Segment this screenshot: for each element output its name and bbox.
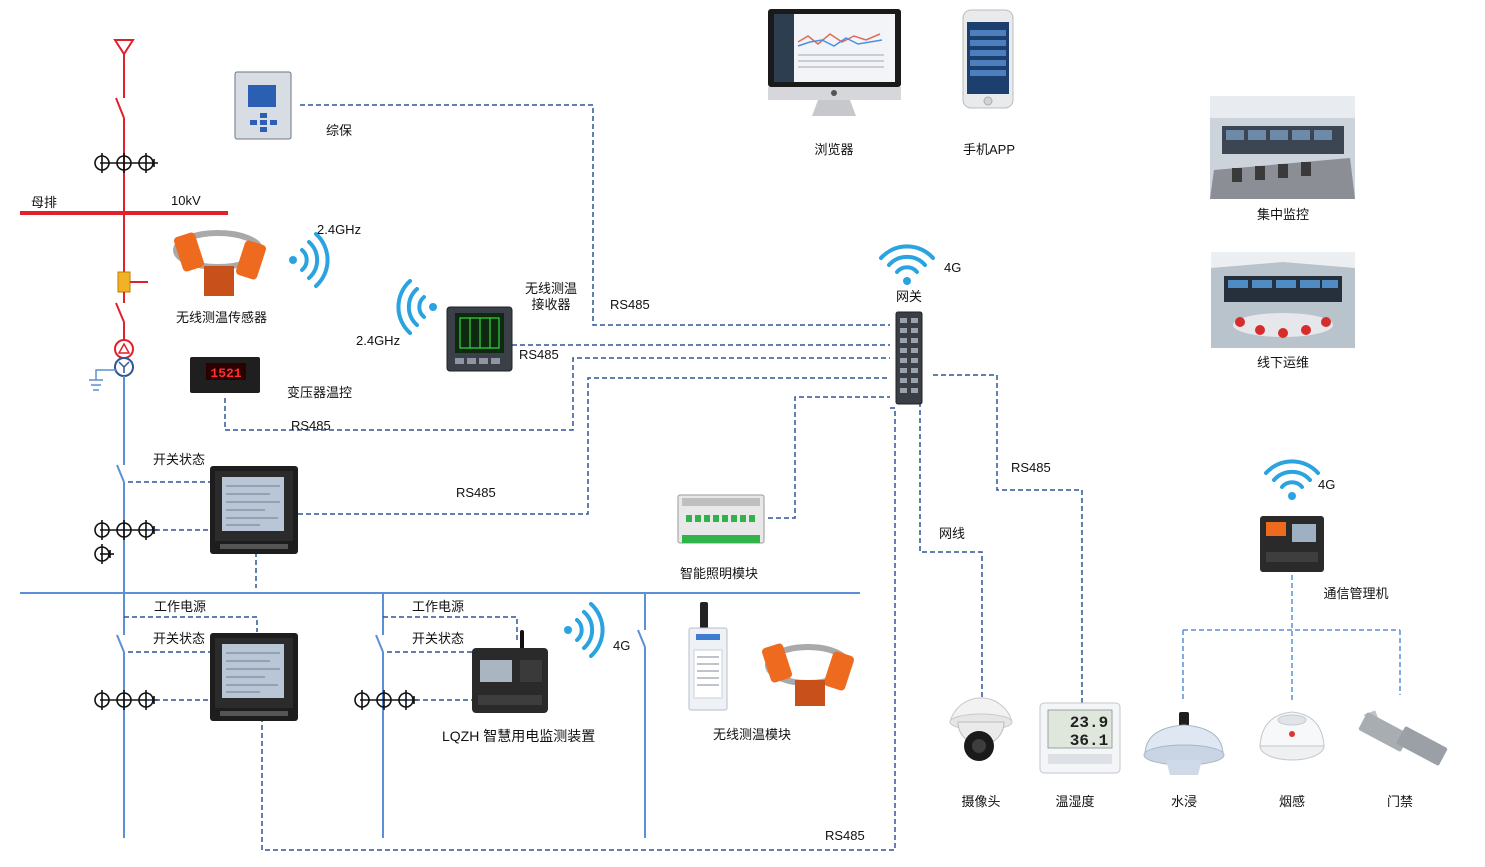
- lighting-module: [677, 494, 765, 544]
- label-freq-receiver: 2.4GHz: [356, 333, 401, 348]
- door-sensor: [1358, 710, 1448, 766]
- label-browser: 浏览器: [814, 142, 854, 157]
- mobile-phone: [962, 9, 1014, 109]
- label-rs485-receiver: RS485: [519, 347, 559, 362]
- label-switch-status-2: 开关状态: [153, 631, 206, 646]
- label-humidity: 温湿度: [1055, 794, 1095, 809]
- label-receiver-line2: 接收器: [531, 297, 571, 312]
- ct-single: [94, 544, 114, 564]
- wifi-icon: [879, 244, 935, 287]
- label-wireless-module: 无线测温模块: [713, 727, 792, 742]
- label-rs485-transformer: RS485: [291, 418, 331, 433]
- lqzh-device: [472, 630, 548, 713]
- label-flood: 水浸: [1170, 794, 1198, 809]
- comm-lines: [124, 104, 1083, 851]
- transformer-reading: 1521: [210, 366, 241, 381]
- label-rs485-right: RS485: [1011, 460, 1051, 475]
- label-4g-comm: 4G: [1318, 477, 1336, 492]
- label-rs485-top: RS485: [610, 297, 650, 312]
- ground-icon: [89, 379, 103, 391]
- wifi-icon: [396, 279, 439, 335]
- label-freq-sensor: 2.4GHz: [317, 222, 362, 237]
- wifi-icon: [287, 232, 330, 288]
- label-transformer: 变压器温控: [287, 385, 353, 400]
- comm-manager: [1260, 516, 1324, 572]
- offline-ops-photo: [1211, 252, 1355, 348]
- label-network-cable: 网线: [939, 526, 966, 541]
- wifi-icon: [562, 602, 605, 658]
- label-rs485-bottom: RS485: [825, 828, 865, 843]
- label-camera: 摄像头: [961, 794, 1001, 809]
- transformer-temp-controller: [190, 357, 260, 393]
- wireless-temp-module: [688, 602, 728, 711]
- power-meter-lower: [209, 632, 299, 722]
- label-app: 手机APP: [962, 142, 1016, 157]
- label-voltage: 10kV: [171, 193, 201, 208]
- power-meter-upper: [209, 465, 299, 555]
- label-central: 集中监控: [1256, 207, 1310, 222]
- protection-relay: [234, 71, 292, 140]
- wireless-temp-sensor: [173, 230, 266, 296]
- label-sensor: 无线测温传感器: [176, 310, 268, 325]
- incoming-line: [113, 39, 148, 340]
- label-lighting: 智能照明模块: [680, 566, 759, 581]
- label-rs485-meter: RS485: [456, 485, 496, 500]
- browser-monitor: [768, 9, 901, 116]
- label-switch-status-1: 开关状态: [153, 452, 206, 467]
- wireless-temp-ring: [762, 643, 854, 706]
- low-voltage-lines: [20, 376, 860, 838]
- humidity-reading: 36.1: [1070, 732, 1108, 750]
- label-receiver-line1: 无线测温: [524, 281, 578, 296]
- temperature-reading: 23.9: [1070, 714, 1108, 732]
- label-smoke: 烟感: [1278, 794, 1306, 809]
- flood-sensor: [1143, 712, 1225, 775]
- label-4g-device: 4G: [613, 638, 631, 653]
- label-work-power-2: 工作电源: [412, 599, 465, 614]
- gateway-switch: [895, 311, 923, 405]
- camera-device: [949, 697, 1013, 761]
- label-4g-gateway: 4G: [944, 260, 962, 275]
- central-monitor-photo: [1210, 96, 1355, 199]
- label-switch-status-3: 开关状态: [412, 631, 465, 646]
- temp-humidity-sensor: [1039, 702, 1121, 774]
- transformer-symbol: [95, 339, 134, 380]
- label-offline: 线下运维: [1256, 355, 1310, 370]
- label-gateway: 网关: [895, 289, 923, 304]
- smoke-sensor: [1259, 711, 1325, 761]
- wireless-temp-receiver: [446, 306, 513, 372]
- label-lqzh-device: LQZH 智慧用电监测装置: [442, 728, 596, 744]
- current-transformer-icon: [94, 152, 159, 174]
- comm-tree: [1182, 575, 1401, 700]
- wifi-icon: [1264, 459, 1320, 502]
- apple-logo-icon: [831, 90, 837, 96]
- label-door: 门禁: [1386, 794, 1414, 809]
- label-comm: 通信管理机: [1323, 586, 1389, 601]
- label-work-power-1: 工作电源: [154, 599, 207, 614]
- label-busbar: 母排: [31, 195, 58, 210]
- label-zongbao: 综保: [326, 123, 353, 138]
